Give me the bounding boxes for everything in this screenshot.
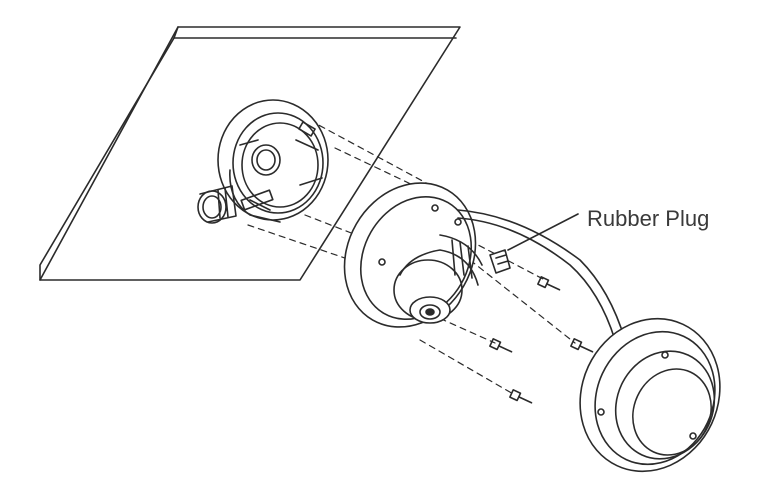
- camera-base-icon: [343, 182, 483, 328]
- rubber-plug-icon: [489, 249, 511, 274]
- tether-cable: [457, 209, 626, 341]
- screw-icon: [489, 276, 594, 404]
- junction-box-icon: [217, 99, 329, 223]
- cable-gland-icon: [197, 185, 237, 224]
- rubber-plug-leader: [507, 213, 579, 251]
- rubber-plug-label: Rubber Plug: [587, 206, 709, 231]
- dome-cover-icon: [579, 317, 721, 473]
